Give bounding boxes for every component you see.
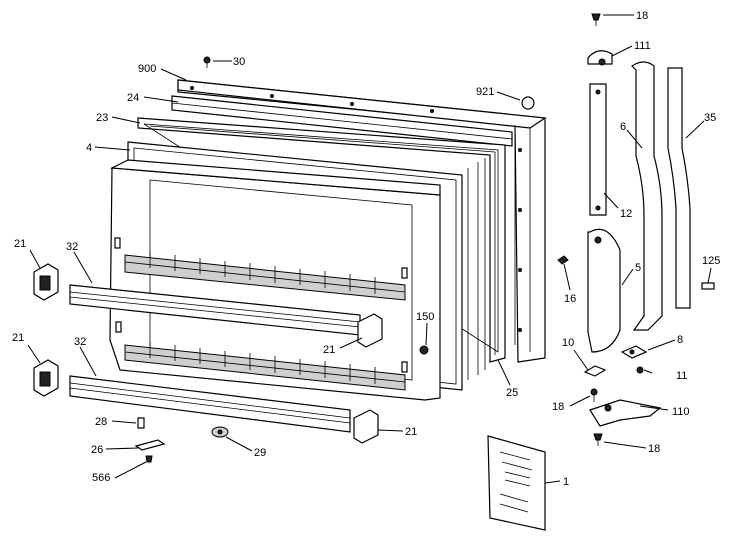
callout-25: 25 [506,387,518,399]
callout-21-left-upper: 21 [14,238,26,250]
callout-11: 11 [676,370,687,382]
hinge-pin-10 [583,365,607,377]
callout-21-right-lower: 21 [405,426,417,438]
inner-door-shelf-frame [109,159,441,401]
callout-566: 566 [92,472,110,484]
callout-18-bot: 18 [648,443,660,455]
callout-21-right-upper: 21 [323,344,335,356]
callout-111: 111 [634,40,651,52]
shelf-end-cap-left-upper [33,263,59,301]
callout-labels: 18 111 900 30 921 24 23 6 35 4 12 21 32 … [12,10,720,488]
screw-11 [636,366,644,374]
handle-trim-35 [667,67,691,309]
screw-18-mid [590,388,598,402]
hinge-110 [589,399,662,427]
owner-manual [487,435,546,531]
callout-26: 26 [91,444,103,456]
hinge-cap-111 [587,50,613,66]
callout-35: 35 [704,112,716,124]
callout-110: 110 [672,406,690,418]
callout-10: 10 [562,337,574,349]
handle-6 [631,61,663,331]
fastener-28 [137,417,145,429]
bracket-26 [134,439,166,451]
callout-29: 29 [254,447,266,459]
handle-end-cap-5 [587,228,621,353]
callout-125: 125 [702,255,720,267]
callout-18-top: 18 [636,10,648,22]
callout-21-left-lower: 21 [12,332,24,344]
shelf-bar-lower [69,375,351,433]
screw-566 [145,455,153,463]
callout-150: 150 [416,311,434,323]
callout-12: 12 [620,208,632,220]
bushing-8 [620,345,648,359]
callout-921: 921 [476,86,494,98]
callout-6: 6 [620,121,626,133]
callout-8: 8 [677,334,683,346]
callout-23: 23 [96,112,108,124]
handle-bracket-12 [589,83,607,216]
door-trim [171,95,513,147]
callout-4: 4 [86,142,92,154]
screw-18-top [591,13,601,26]
callout-32-lower: 32 [74,336,86,348]
callout-24: 24 [127,92,139,104]
callout-900: 900 [138,63,156,75]
callout-30: 30 [233,56,245,68]
callout-16: 16 [564,293,576,305]
screw-16 [557,255,569,265]
shelf-end-cap-right-lower [353,409,379,444]
outer-door-panel [177,79,547,363]
callout-1: 1 [563,476,569,488]
shelf-end-cap-right-upper [357,313,383,348]
leader-lines [27,14,712,484]
screw-30 [203,56,211,68]
clip-125 [701,282,715,290]
screw-18-bot [593,433,603,446]
shelf-end-cap-left-lower [33,359,59,397]
callout-5: 5 [635,262,641,274]
plug-150 [419,345,429,355]
bumper-29 [211,426,229,438]
callout-18-mid: 18 [552,401,564,413]
callout-32-upper: 32 [66,241,78,253]
callout-28: 28 [95,416,107,428]
